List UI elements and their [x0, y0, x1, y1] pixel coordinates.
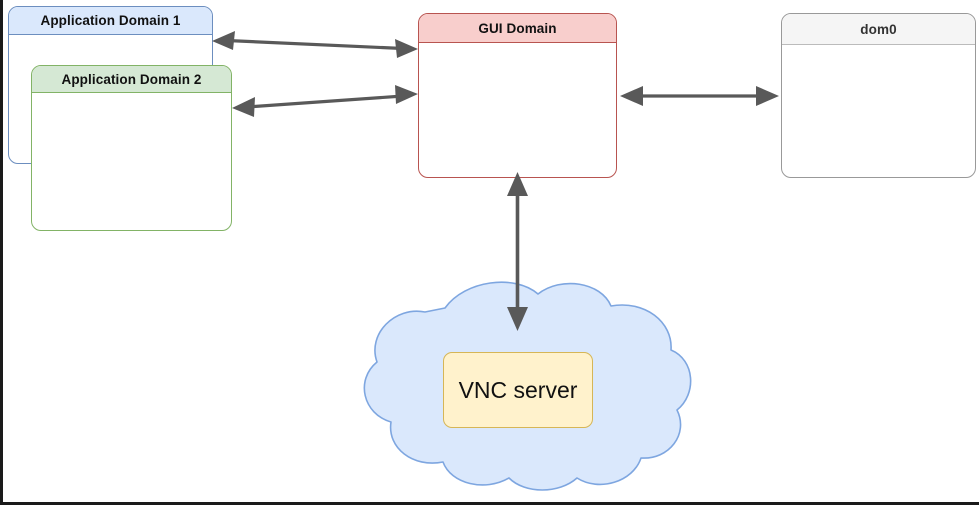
arrowhead-left: [620, 86, 643, 106]
arrowhead-down: [507, 307, 528, 331]
arrowhead-right: [395, 39, 418, 58]
connector-gui-domain-to-vnc-cloud[interactable]: [507, 172, 528, 331]
connectors-layer: GUI Domain (slight downward slope L->R) …: [212, 31, 779, 331]
node-gui-domain[interactable]: GUI Domain: [418, 13, 617, 178]
arrowhead-right: [395, 85, 418, 104]
connector-line: [226, 38, 404, 51]
node-application-domain-2[interactable]: Application Domain 2: [31, 65, 232, 231]
arrowhead-right: [756, 86, 779, 106]
node-vnc-server-label: VNC server: [458, 376, 578, 403]
node-application-domain-1-title: Application Domain 1: [9, 7, 212, 35]
connector-line: [246, 94, 404, 109]
node-application-domain-2-title: Application Domain 2: [32, 66, 231, 93]
arrowhead-up: [507, 172, 528, 196]
node-vnc-server[interactable]: VNC server: [443, 352, 593, 428]
connector-gui-domain-to-dom0[interactable]: [620, 86, 779, 106]
arrowhead-left: [232, 97, 255, 117]
node-dom0[interactable]: dom0: [781, 13, 976, 178]
node-gui-domain-title: GUI Domain: [419, 14, 616, 43]
node-dom0-title: dom0: [782, 14, 975, 45]
connector-app-domain-1-to-gui-domain[interactable]: [212, 31, 418, 58]
arrowhead-left: [212, 31, 235, 50]
connector-app-domain-2-to-gui-domain[interactable]: [232, 85, 418, 117]
